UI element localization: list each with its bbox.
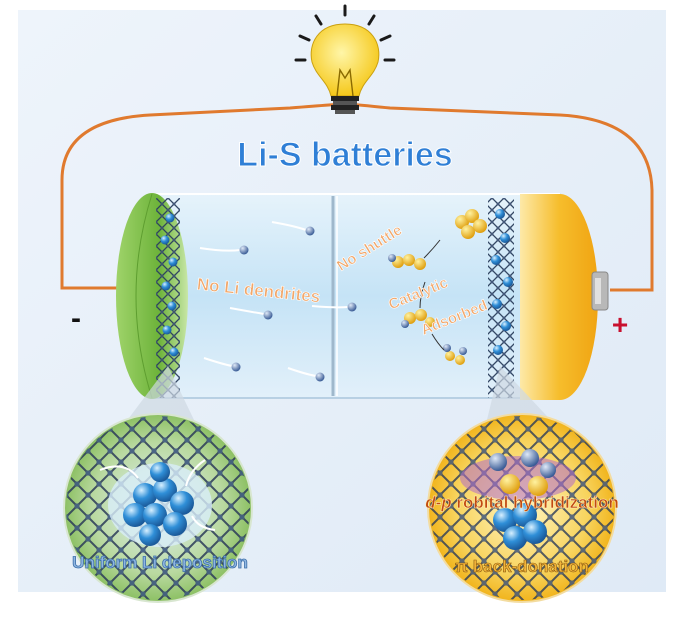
right-zoom-callout <box>486 366 560 430</box>
catalyst-metal-cluster <box>493 503 547 550</box>
cathode-host-framework <box>488 198 514 398</box>
light-bulb-icon <box>294 4 396 114</box>
polysulfide-molecules <box>388 209 487 365</box>
positive-sign: + <box>612 309 628 340</box>
caption-pi-back-donation: π back-donation <box>455 557 589 576</box>
caption-dp-prefix: d-p <box>425 493 451 512</box>
anode-li-clusters <box>160 213 179 357</box>
left-zoom-callout <box>120 366 196 430</box>
anode-host-framework <box>156 198 180 398</box>
negative-sign: - <box>71 302 81 335</box>
li-ions <box>199 221 357 382</box>
cathode-catalyst-sites <box>491 209 513 355</box>
caption-uniform-li-deposition: Uniform Li deposition <box>72 553 248 572</box>
cathode-cap <box>520 194 609 400</box>
diagram-title: Li-S batteries <box>237 136 452 174</box>
caption-dp-rest: robital hybridization <box>452 493 619 512</box>
li-cluster <box>123 462 194 546</box>
right-inset-cathode-zoom: d-p robital hybridization π back-donatio… <box>425 413 619 603</box>
left-inset-anode-zoom: Uniform Li deposition <box>63 413 253 603</box>
caption-dp-orbital-hybridization: d-p robital hybridization <box>425 493 619 512</box>
